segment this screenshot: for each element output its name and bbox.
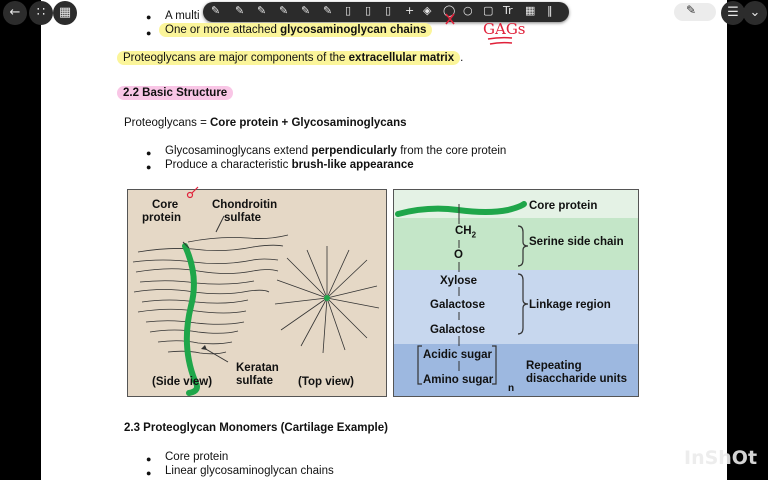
- pen-icon[interactable]: ✎: [279, 4, 289, 17]
- section-heading-basic-structure: 2.2 Basic Structure: [117, 86, 234, 100]
- arrow-core-protein: [182, 241, 190, 249]
- lasso-icon[interactable]: ◯: [443, 4, 456, 17]
- bullet-gag-chains: One or more attached glycosaminoglycan c…: [159, 23, 433, 37]
- pen-icon: ✎: [686, 3, 697, 17]
- ecm-sentence: Proteoglycans are major components of th…: [117, 51, 463, 65]
- bullet-dot: ●: [146, 454, 152, 464]
- pen-mode-toggle[interactable]: ✎: [674, 3, 716, 21]
- label-keratan-sulfate: sulfate: [236, 375, 274, 387]
- label-xylose: Xylose: [440, 275, 478, 287]
- image-icon[interactable]: ▦: [525, 4, 536, 17]
- bullet-core-protein: Core protein: [165, 451, 229, 463]
- brush-diagram: [132, 215, 380, 396]
- label-chondroitin: Chondroitin: [212, 199, 278, 211]
- bullet-linear-gag: Linear glycosaminoglycan chains: [165, 465, 334, 477]
- bullet-dot: ●: [146, 468, 152, 478]
- svg-text:GAGs: GAGs: [483, 20, 526, 38]
- label-sulfate: sulfate: [224, 212, 262, 224]
- shapes-icon[interactable]: ▢: [483, 4, 494, 17]
- pen-icon[interactable]: ✎: [301, 4, 311, 17]
- figure-side-top-view: Core protein Chondroitin sulfate Keratan…: [127, 186, 387, 397]
- pen-icon[interactable]: ✎: [257, 4, 267, 17]
- figure-proteoglycan-linkage: Core protein CH2 O Serine side chain Xyl…: [393, 189, 639, 397]
- label-ch2: CH2: [455, 225, 477, 240]
- bullet-dot: ●: [146, 162, 152, 172]
- band-linkage: [394, 270, 638, 344]
- pen-icon[interactable]: ✎: [323, 4, 333, 17]
- section-heading-monomers: 2.3 Proteoglycan Monomers (Cartilage Exa…: [124, 422, 388, 434]
- label-core-protein: Core protein: [529, 200, 598, 212]
- shapes-icon[interactable]: ○: [463, 4, 473, 17]
- label-serine-side-chain: Serine side chain: [529, 236, 624, 248]
- bullet-dot: ●: [146, 148, 152, 158]
- label-core: Core: [152, 199, 179, 211]
- bullet-dot: ●: [146, 28, 152, 38]
- arrow-keratan: [203, 347, 229, 363]
- handwritten-mark: [186, 186, 199, 199]
- label-side-view: (Side view): [152, 376, 213, 388]
- pen-icon[interactable]: ✎: [211, 4, 221, 17]
- label-linkage-region: Linkage region: [529, 299, 611, 311]
- back-arrow-icon[interactable]: ←: [3, 1, 27, 25]
- menu-icon[interactable]: ☰: [721, 1, 745, 25]
- plus-icon[interactable]: +: [405, 4, 415, 17]
- handwritten-annotation: GAGs: [445, 13, 526, 45]
- band-repeating: [394, 344, 638, 396]
- label-n: n: [508, 383, 515, 394]
- label-acidic-sugar: Acidic sugar: [423, 349, 493, 361]
- chevron-down-icon[interactable]: ⌄: [743, 1, 767, 25]
- highlighter-icon[interactable]: ▯: [385, 4, 392, 17]
- band-serine: [394, 218, 638, 270]
- text-icon[interactable]: Tr: [503, 4, 513, 17]
- top-view-star: [274, 246, 380, 354]
- linkage-diagram: [395, 201, 529, 385]
- label-keratan: Keratan: [236, 362, 279, 374]
- pen-icon[interactable]: ✎: [235, 4, 245, 17]
- drawing-toolbar: ✎ ✎ ✎ ✎ ✎ ✎ ▯ ▯ ▯ + ◈ ◯ ○ ▢ Tr ▦ ‖: [203, 2, 569, 22]
- proteoglycan-equation: Proteoglycans = Core protein + Glycosami…: [124, 117, 407, 129]
- label-galactose-1: Galactose: [430, 299, 485, 311]
- grid-menu-icon[interactable]: ∷: [29, 1, 53, 25]
- arrow-chondroitin: [215, 215, 225, 233]
- label-protein: protein: [142, 212, 181, 224]
- bullet-core-partial: A multi: [165, 10, 200, 22]
- label-disaccharide-units: disaccharide units: [526, 373, 627, 385]
- label-repeating: Repeating: [526, 360, 582, 372]
- eraser-icon[interactable]: ◈: [423, 4, 432, 17]
- label-amino-sugar: Amino sugar: [423, 374, 494, 386]
- image-icon[interactable]: ▦: [53, 1, 77, 25]
- inshot-watermark: InShOt: [684, 447, 758, 469]
- more-icon[interactable]: ‖: [547, 4, 553, 17]
- bullet-perpendicular: Glycosaminoglycans extend perpendicularl…: [165, 145, 507, 157]
- label-top-view: (Top view): [298, 376, 355, 388]
- label-galactose-2: Galactose: [430, 324, 485, 336]
- bullet-dot: ●: [146, 12, 152, 22]
- highlighter-icon[interactable]: ▯: [365, 4, 372, 17]
- label-o: O: [454, 249, 463, 261]
- band-core-protein: [394, 190, 638, 218]
- bullet-brush-like: Produce a characteristic brush-like appe…: [165, 159, 414, 171]
- highlighter-icon[interactable]: ▯: [345, 4, 352, 17]
